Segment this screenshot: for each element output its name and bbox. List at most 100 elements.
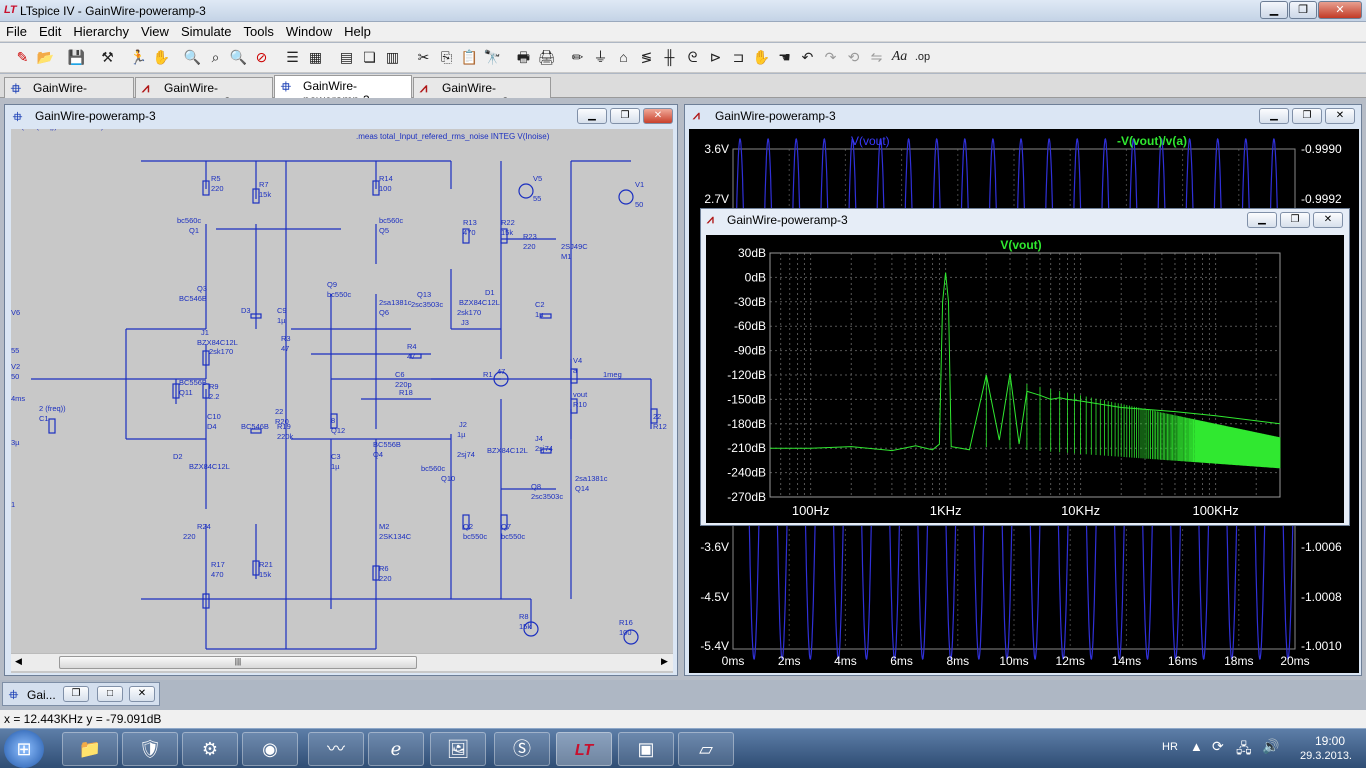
horizontal-scrollbar[interactable]: ◀ ||| ▶ (11, 653, 673, 671)
cut-icon[interactable]: ✂ (417, 49, 430, 65)
grid-icon[interactable]: ▦ (308, 49, 323, 65)
app-icon[interactable]: 🛡 (122, 732, 178, 766)
ltspice-icon[interactable]: LT (556, 732, 612, 766)
menu-view[interactable]: View (140, 24, 169, 39)
capacitor[interactable] (250, 313, 262, 319)
print-icon[interactable]: 🖨 (537, 49, 556, 65)
menu-help[interactable]: Help (344, 24, 371, 39)
sync-icon[interactable]: ⟳ (1212, 738, 1224, 754)
resistor[interactable] (650, 408, 658, 424)
resistor[interactable] (372, 180, 380, 196)
resistor[interactable] (500, 514, 508, 530)
scroll-right-icon[interactable]: ▶ (661, 656, 668, 666)
zoom-out-icon[interactable]: 🔍 (229, 49, 248, 65)
autorange-icon[interactable]: ☰ (286, 49, 299, 65)
minimize-button[interactable]: ▁ (1247, 212, 1277, 228)
print-setup-icon[interactable]: 🖶 (516, 49, 531, 65)
minimize-button[interactable]: ▁ (1260, 1, 1288, 19)
drag-icon[interactable]: ☚ (778, 49, 791, 65)
zoom-in-icon[interactable]: 🔍 (183, 49, 202, 65)
volume-icon[interactable]: 🔊 (1262, 738, 1280, 754)
cascade-icon[interactable]: ❏ (363, 49, 376, 65)
skype-icon[interactable]: Ⓢ (494, 732, 550, 766)
media-icon[interactable]: ◉ (242, 732, 298, 766)
tab-schematic-1[interactable]: ⯐GainWire-poweramp (4, 77, 134, 109)
resistor[interactable] (48, 418, 56, 434)
fft-chart[interactable]: V(vout) 30dB0dB-30dB-60dB-90dB-120dB-150… (706, 235, 1344, 523)
tab-waveform-2[interactable]: ⩘GainWire-poweramp-3 (413, 77, 551, 109)
tab-schematic-2[interactable]: ⯐GainWire-poweramp-3 (274, 75, 412, 107)
notes-icon[interactable]: ▱ (678, 732, 734, 766)
voltage-source[interactable] (518, 183, 534, 199)
open-icon[interactable]: 📂 (36, 49, 55, 65)
close-button[interactable]: ✕ (1313, 212, 1343, 228)
harmonic-spikes[interactable] (985, 375, 1281, 469)
restore-button[interactable]: ❐ (63, 686, 89, 702)
resistor[interactable] (252, 188, 260, 204)
menu-edit[interactable]: Edit (38, 24, 62, 39)
rotate-icon[interactable]: ⟲ (847, 49, 860, 65)
fft-trace[interactable] (770, 272, 1281, 452)
find-icon[interactable]: 🔭 (483, 49, 502, 65)
resistor[interactable] (462, 228, 470, 244)
resistor[interactable] (462, 514, 470, 530)
diode-icon[interactable]: ⊳ (709, 49, 722, 65)
tab-waveform-1[interactable]: ⩘GainWire-poweramp-3 (135, 77, 273, 109)
capacitor[interactable] (410, 353, 422, 359)
paste-icon[interactable]: 📋 (460, 49, 479, 65)
capacitor[interactable] (540, 448, 552, 454)
minimize-button[interactable]: ▁ (1259, 108, 1289, 124)
voltage-source[interactable] (523, 621, 539, 637)
resistor-icon[interactable]: ≶ (640, 49, 653, 65)
capacitor[interactable] (250, 428, 262, 434)
run-icon[interactable]: 🏃 (129, 49, 148, 65)
component-icon[interactable]: ⊐ (732, 49, 745, 65)
menu-hierarchy[interactable]: Hierarchy (73, 24, 129, 39)
spice-directive[interactable]: .meas total_Input_refered_rms_noise INTE… (356, 132, 550, 141)
resistor[interactable] (570, 398, 578, 414)
resistor[interactable] (570, 368, 578, 384)
wire-icon[interactable]: ✏ (571, 49, 584, 65)
clock-time[interactable]: 19:00 (1314, 734, 1346, 748)
trace-label-right[interactable]: -V(vout)/v(a) (1117, 134, 1187, 148)
scroll-left-icon[interactable]: ◀ (15, 656, 22, 666)
explorer-icon[interactable]: 📁 (62, 732, 118, 766)
scrollbar-thumb[interactable]: ||| (59, 656, 417, 669)
resistor[interactable] (172, 383, 180, 399)
show-hidden-icons-icon[interactable]: ▲ (1190, 739, 1203, 754)
control-panel-icon[interactable]: ⚒ (101, 49, 114, 65)
maximize-button[interactable]: ❐ (1289, 1, 1317, 19)
menu-tools[interactable]: Tools (243, 24, 274, 39)
move-icon[interactable]: ✋ (752, 49, 771, 65)
photos-icon[interactable]: 🖼 (430, 732, 486, 766)
voltage-source[interactable] (618, 189, 634, 205)
tool-icon[interactable]: ⚙ (182, 732, 238, 766)
ie-icon[interactable]: ℯ (368, 732, 424, 766)
cancel-zoom-icon[interactable]: ⊘ (255, 49, 268, 65)
network-icon[interactable]: 🖧 (1236, 740, 1252, 756)
label-icon[interactable]: ⌂ (619, 49, 628, 65)
start-orb-icon[interactable]: ⊞ (4, 730, 44, 768)
spice-directive-icon[interactable]: .op (914, 51, 931, 63)
save-icon[interactable]: 💾 (67, 49, 86, 65)
zoom-fit-icon[interactable]: ⌕ (211, 49, 220, 65)
halt-icon[interactable]: ✋ (152, 49, 171, 65)
close-button[interactable]: ✕ (643, 108, 673, 124)
tile-horizontal-icon[interactable]: ▤ (339, 49, 354, 65)
redo-icon[interactable]: ↷ (824, 49, 837, 65)
close-button[interactable]: ✕ (1325, 108, 1355, 124)
ground-icon[interactable]: ⏚ (593, 49, 608, 65)
resistor[interactable] (372, 565, 380, 581)
resistor[interactable] (500, 228, 508, 244)
resistor[interactable] (202, 350, 210, 366)
new-schematic-icon[interactable]: ✎ (16, 49, 29, 65)
maximize-button[interactable]: □ (97, 686, 123, 702)
menu-window[interactable]: Window (285, 24, 333, 39)
minimize-button[interactable]: ▁ (577, 108, 607, 124)
close-button[interactable]: ✕ (129, 686, 155, 702)
minimized-window[interactable]: ⯐ Gai... ❐ □ ✕ (2, 682, 160, 706)
inductor-icon[interactable]: ᘓ (687, 49, 698, 65)
